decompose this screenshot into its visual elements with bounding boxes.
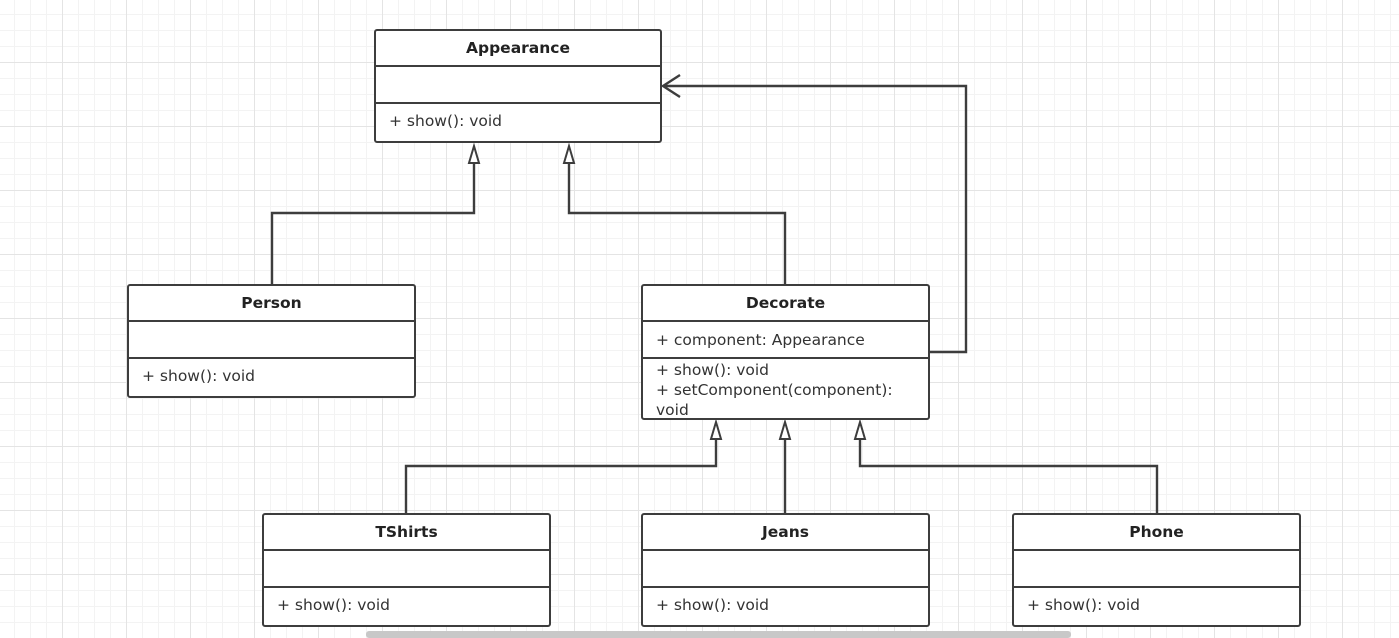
triangle-arrowhead-icon [562, 142, 576, 164]
class-appearance[interactable]: Appearance + show(): void [374, 29, 662, 143]
triangle-arrowhead-icon [709, 418, 723, 440]
class-tshirts[interactable]: TShirts + show(): void [262, 513, 551, 627]
edge-tshirts-decorate [404, 439, 718, 513]
class-decorate[interactable]: Decorate + component: Appearance + show(… [641, 284, 930, 420]
class-attributes [264, 551, 549, 588]
class-phone[interactable]: Phone + show(): void [1012, 513, 1301, 627]
edge-decorate-appearance-association [663, 84, 968, 354]
class-attributes: + component: Appearance [643, 322, 928, 359]
class-operations: + show(): void [264, 588, 549, 623]
operation: + setComponent(component): void [656, 381, 893, 419]
class-operations: + show(): void [129, 359, 414, 394]
triangle-arrowhead-icon [467, 142, 481, 164]
class-attributes [376, 67, 660, 104]
operation: + show(): void [656, 361, 770, 379]
triangle-arrowhead-icon [778, 418, 792, 440]
operation: + show(): void [656, 596, 770, 614]
class-operations: + show(): void + setComponent(component)… [643, 359, 928, 419]
class-name: Person [129, 286, 414, 322]
operation: + show(): void [389, 112, 503, 130]
edge-person-appearance [270, 163, 476, 284]
horizontal-scrollbar[interactable] [366, 631, 1071, 638]
operation: + show(): void [142, 367, 256, 385]
operation: + show(): void [277, 596, 391, 614]
class-person[interactable]: Person + show(): void [127, 284, 416, 398]
class-operations: + show(): void [643, 588, 928, 623]
class-attributes [1014, 551, 1299, 588]
class-attributes [643, 551, 928, 588]
class-name: Appearance [376, 31, 660, 67]
class-name: Jeans [643, 515, 928, 551]
attribute: + component: Appearance [656, 331, 865, 349]
class-name: TShirts [264, 515, 549, 551]
edge-phone-decorate [858, 439, 1159, 513]
edge-decorate-appearance [567, 163, 787, 284]
triangle-arrowhead-icon [853, 418, 867, 440]
operation: + show(): void [1027, 596, 1141, 614]
class-jeans[interactable]: Jeans + show(): void [641, 513, 930, 627]
class-operations: + show(): void [1014, 588, 1299, 623]
class-operations: + show(): void [376, 104, 660, 139]
class-name: Decorate [643, 286, 928, 322]
class-attributes [129, 322, 414, 359]
class-name: Phone [1014, 515, 1299, 551]
open-arrowhead-icon [660, 73, 681, 99]
